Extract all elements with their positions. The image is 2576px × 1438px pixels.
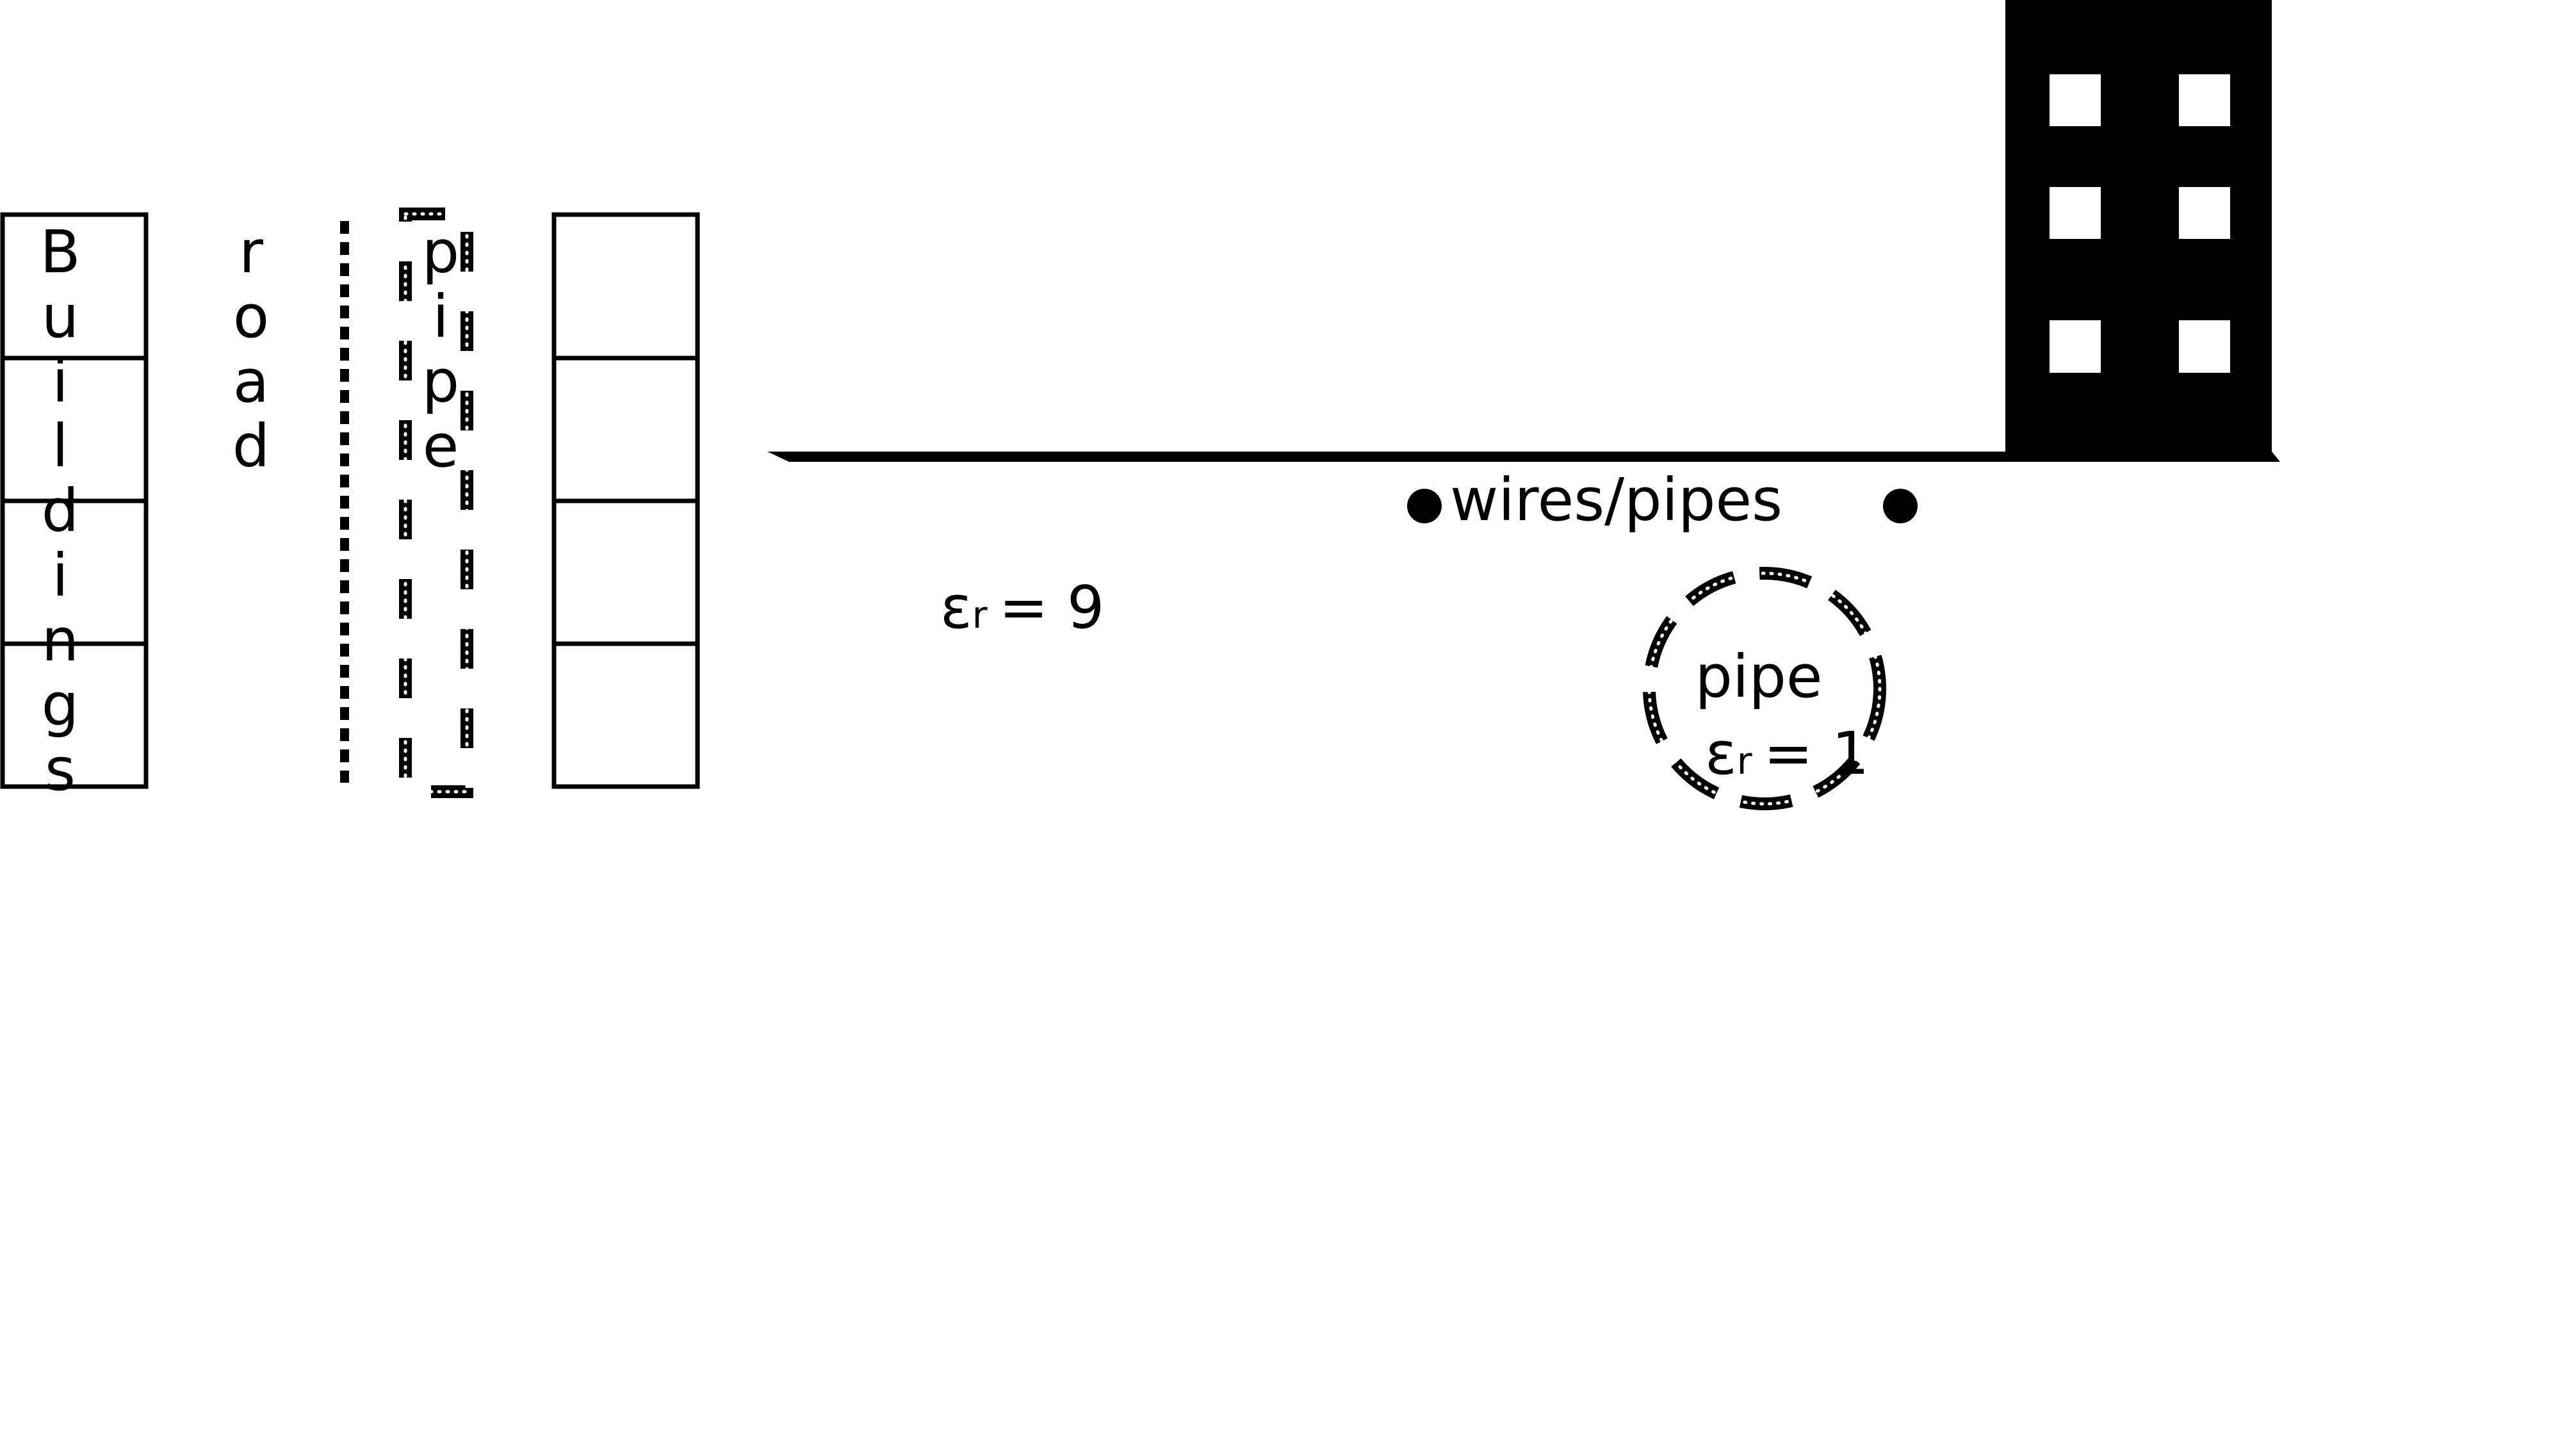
wires-pipes-label: wires/pipes (1450, 466, 1782, 534)
buildings-label-letter: d (42, 477, 79, 545)
building-window (2050, 187, 2101, 239)
road-label-letter: o (233, 282, 269, 351)
buildings-label-letter: s (45, 735, 76, 804)
road-label-letter: a (233, 347, 269, 416)
wire-pipe-dot-right (1883, 489, 1918, 523)
building-column-right (551, 212, 700, 789)
buildings-label-letter: i (52, 541, 69, 610)
buildings-label-letter: i (52, 347, 69, 416)
soil-permittivity-label: εr= 9 (940, 573, 1104, 642)
pipe-label-letter: p (422, 218, 459, 286)
buildings-label-letter: u (42, 282, 79, 351)
pipe-plan-label: pipe (422, 218, 459, 480)
pipe-permittivity-label: εr= 1 (1705, 719, 1869, 788)
building-window (2179, 187, 2230, 239)
road-label-letter: r (239, 218, 263, 286)
building-column-left (0, 212, 149, 789)
building-window (2050, 74, 2101, 126)
ground-surface-line (767, 452, 2280, 462)
pipe-cross-section-label: pipe (1695, 642, 1823, 711)
building-window (2050, 320, 2101, 373)
pipe-cross-section (1643, 567, 1886, 810)
building-window (2179, 74, 2230, 126)
pipe-label-letter: e (423, 412, 459, 480)
pipe-plan-outline (399, 208, 473, 798)
building-window (2179, 320, 2230, 373)
pipe-label-letter: p (422, 347, 459, 416)
pipe-label-letter: i (432, 282, 449, 351)
building-icon (2005, 0, 2272, 459)
buildings-label-letter: g (42, 671, 79, 739)
buildings-label-letter: l (52, 412, 69, 480)
cross-section: wires/pipes εr= 9 pipe εr= 1 (767, 0, 2280, 810)
buildings-label-letter: B (40, 218, 80, 286)
buildings-label-letter: n (42, 606, 79, 674)
road-label-letter: d (232, 412, 270, 480)
wire-pipe-dot-left (1407, 489, 1442, 523)
